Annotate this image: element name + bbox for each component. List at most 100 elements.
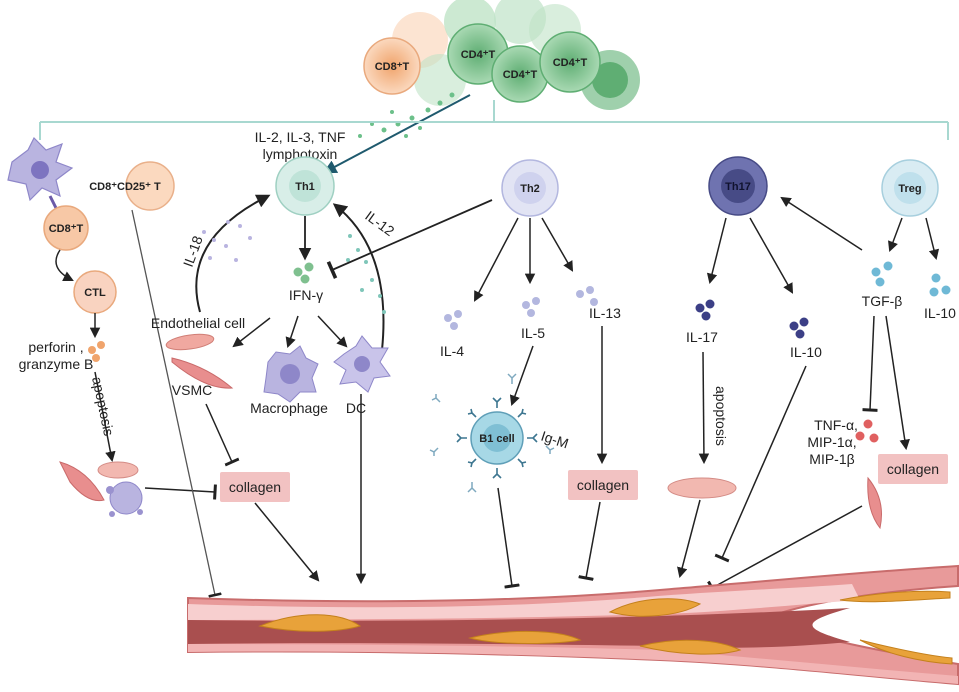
endothelial-label: Endothelial cell (151, 315, 245, 331)
il4-label: IL-4 (440, 343, 464, 359)
collagen-right: collagen (878, 454, 948, 484)
subset-bracket (39, 100, 949, 140)
dc-to-th1-arrow (332, 203, 385, 351)
tnf-alpha-label: TNF-α, (814, 417, 858, 433)
ifn-dots (293, 262, 314, 284)
ifn-to-dc-arrow (317, 315, 348, 348)
endothelial-cells (165, 333, 234, 389)
vsmc-cell-right (867, 476, 882, 530)
collagen-right-label: collagen (887, 461, 939, 477)
artery-vessel (187, 564, 959, 686)
th17-cell: Th17 (708, 156, 768, 216)
dc-label: DC (346, 400, 366, 416)
perforin-label: perforin , (28, 339, 83, 355)
ctl-cell: CTL (73, 270, 117, 314)
th1-cell: Th1 (275, 156, 335, 216)
il18-dots (202, 220, 252, 262)
cd8-t-cell-left: CD8⁺T (43, 205, 89, 251)
collagen-left-to-vessel (254, 502, 320, 582)
th2-to-il4-arrow (474, 217, 519, 302)
th2-label: Th2 (520, 183, 540, 195)
il13-label: IL-13 (589, 305, 621, 321)
th17-to-il10-arrow (749, 217, 794, 294)
il17-dots (695, 299, 715, 321)
treg-to-tgf-arrow (888, 217, 903, 252)
cd8-t-cell: CD8⁺T (363, 37, 421, 95)
cytokine-dots (358, 92, 455, 138)
vsmc-label: VSMC (172, 382, 212, 398)
cytokine-label-line1: IL-2, IL-3, TNF (255, 129, 346, 145)
vsmc-inhibit-vessel (707, 505, 863, 596)
cd4-t-label-2: CD4⁺T (503, 69, 538, 81)
endothelial-to-th1-arrow (195, 194, 271, 313)
cd4-t-label-3: CD4⁺T (553, 57, 588, 69)
th2-cell: Th2 (501, 159, 559, 217)
tgf-to-collagen-arrow (885, 315, 910, 451)
il10-inhibit-vessel (714, 365, 807, 563)
t-cell-cluster: CD8⁺T CD4⁺T CD4⁺T CD4⁺T (322, 0, 640, 174)
dc-cell (333, 335, 391, 393)
collagen-left-label: collagen (229, 479, 281, 495)
treg-il10-dots (929, 273, 951, 297)
collagen-left: collagen (220, 472, 290, 502)
th17-il10-label: IL-10 (790, 344, 822, 360)
apoptotic-cell-right (667, 477, 737, 499)
apoptotic-to-vessel-arrow (677, 499, 701, 579)
il18-label: IL-18 (180, 233, 206, 269)
treg-to-il10-arrow (925, 217, 940, 261)
cd4-t-label-1: CD4⁺T (461, 49, 496, 61)
tnf-dots (855, 419, 879, 443)
apoptosis-arrow-left (94, 371, 116, 463)
ctl-label: CTL (84, 287, 106, 299)
cd4-t-cell-3: CD4⁺T (539, 31, 601, 93)
il17-apoptosis-arrow (698, 351, 710, 465)
th17-label: Th17 (725, 181, 751, 193)
il4-dots (444, 310, 462, 330)
collagen-mid: collagen (568, 470, 638, 500)
treg-il10-label: IL-10 (924, 305, 956, 321)
ifn-to-macrophage-arrow (285, 315, 299, 348)
il12-dots (346, 234, 386, 314)
granzyme-dots (88, 341, 105, 362)
il12-label: IL-12 (362, 207, 397, 239)
collagen-mid-inhibit-vessel (578, 501, 601, 581)
il17-label: IL-17 (686, 329, 718, 345)
cd8-t-left-label: CD8⁺T (49, 223, 84, 235)
ifn-gamma-label: IFN-γ (289, 287, 323, 303)
b1-cell: B1 cell (456, 397, 538, 479)
ifn-to-endothelial-arrow (232, 317, 271, 348)
t-cell-to-th1-arrow (322, 94, 471, 174)
il5-dots (522, 297, 540, 317)
th17-to-il17-arrow (706, 217, 727, 285)
treg-label: Treg (898, 183, 921, 195)
mip1b-label: MIP-1β (809, 451, 854, 467)
th2-inhibit-ifn (326, 199, 493, 279)
b1-cell-label: B1 cell (479, 433, 514, 445)
mip1a-label: MIP-1α, (807, 434, 856, 450)
il5-label: IL-5 (521, 325, 545, 341)
th1-label: Th1 (295, 181, 315, 193)
macrophage-cell (263, 345, 319, 403)
th17-il10-dots (789, 317, 809, 339)
tgf-dots (871, 261, 893, 287)
free-antibodies (429, 373, 555, 493)
vsmc-inhibit-collagen (205, 403, 240, 467)
il5-to-b1-arrow (509, 345, 534, 406)
granzyme-label: granzyme B (19, 356, 94, 372)
apoptosis-label-left: apoptosis (89, 375, 117, 437)
collagen-mid-label: collagen (577, 477, 629, 493)
cytokine-label-line2: lymphotoxin (263, 146, 338, 162)
b1-inhibit-vessel (497, 487, 520, 589)
macrophage-label: Macrophage (250, 400, 328, 416)
apoptosis-inhibit-collagen (144, 484, 217, 500)
cd8cd25-inhibit-vessel (131, 209, 222, 598)
tgf-inhibit-tnf (862, 315, 878, 412)
cd8cd25-label: CD8⁺CD25⁺ T (89, 181, 161, 193)
cd8-to-ctl-arrow (55, 249, 74, 281)
cd8-t-label: CD8⁺T (375, 61, 410, 73)
treg-to-th17-arrow (780, 196, 863, 251)
cd8cd25-t-cell: CD8⁺CD25⁺ T (89, 161, 175, 211)
apoptosis-label-right: apoptosis (713, 386, 729, 446)
